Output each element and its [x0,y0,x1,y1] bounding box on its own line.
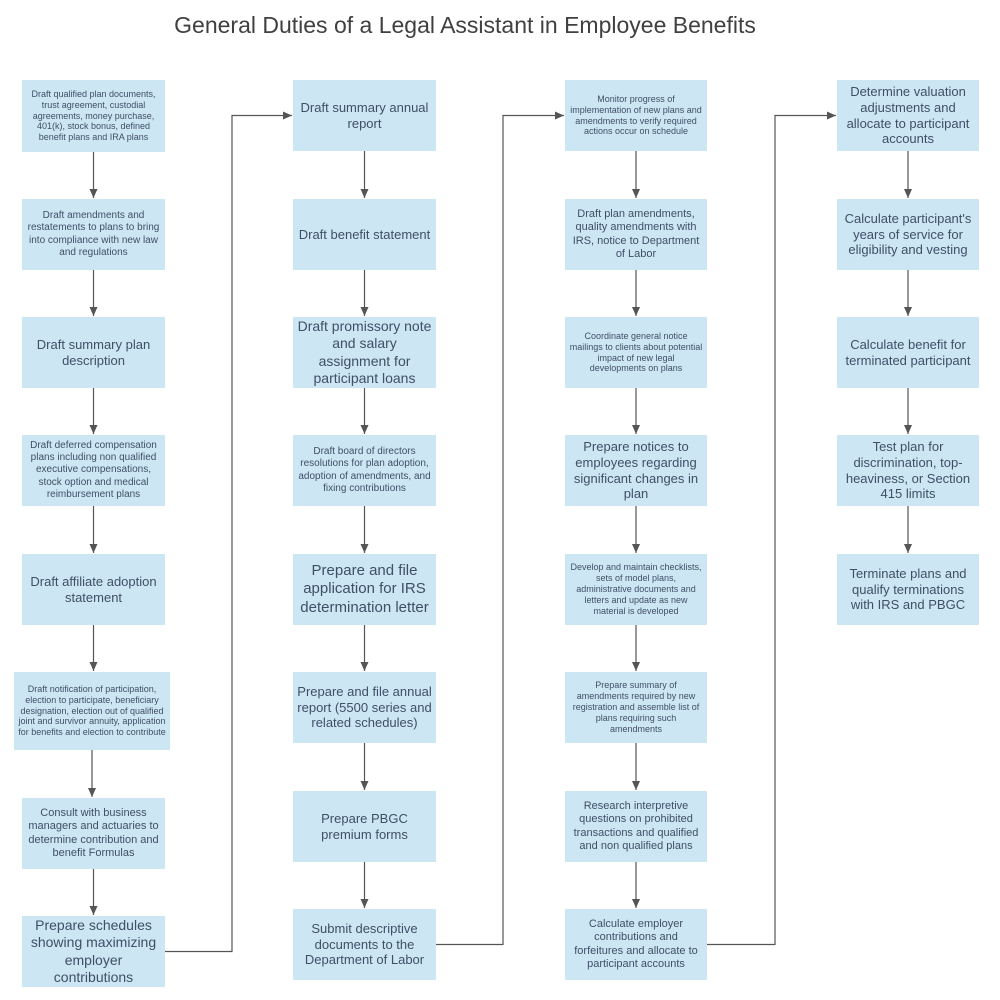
flow-step: Submit descriptive documents to the Depa… [293,909,436,980]
flow-step: Prepare notices to employees regarding s… [565,435,707,506]
flow-step: Test plan for discrimination, top-heavin… [837,435,979,506]
flow-step: Calculate benefit for terminated partici… [837,317,979,388]
flow-step: Calculate employer contributions and for… [565,909,707,980]
connector-arrow [707,111,836,946]
flow-step: Determine valuation adjustments and allo… [837,80,979,151]
flow-step: Draft summary annual report [293,80,436,151]
flow-step: Draft promissory note and salary assignm… [293,317,436,388]
flow-step: Research interpretive questions on prohi… [565,791,707,862]
flow-step: Draft board of directors resolutions for… [293,435,436,506]
flow-step: Calculate participant's years of service… [837,199,979,270]
diagram-title: General Duties of a Legal Assistant in E… [174,12,756,38]
connector-arrow [165,111,292,953]
flow-step: Draft deferred compensation plans includ… [22,435,165,506]
flow-step: Develop and maintain checklists, sets of… [565,554,707,625]
flow-step: Prepare and file annual report (5500 ser… [293,672,436,743]
flow-step: Draft plan amendments, quality amendment… [565,199,707,270]
flow-step: Draft benefit statement [293,199,436,270]
connector-arrow [436,111,564,946]
flow-step: Prepare and file application for IRS det… [293,554,436,625]
flow-step: Draft qualified plan documents, trust ag… [22,80,165,152]
flow-step: Prepare PBGC premium forms [293,791,436,862]
flow-step: Monitor progress of implementation of ne… [565,80,707,151]
flow-step: Draft affiliate adoption statement [22,554,165,625]
flow-step: Draft notification of participation, ele… [14,672,170,750]
flow-step: Prepare summary of amendments required b… [565,672,707,743]
flow-step: Prepare schedules showing maximizing emp… [22,916,165,987]
flow-step: Draft amendments and restatements to pla… [22,199,165,270]
flow-step: Consult with business managers and actua… [22,798,165,869]
flow-step: Coordinate general notice mailings to cl… [565,317,707,388]
flow-step: Draft summary plan description [22,317,165,388]
flow-step: Terminate plans and qualify terminations… [837,554,979,625]
